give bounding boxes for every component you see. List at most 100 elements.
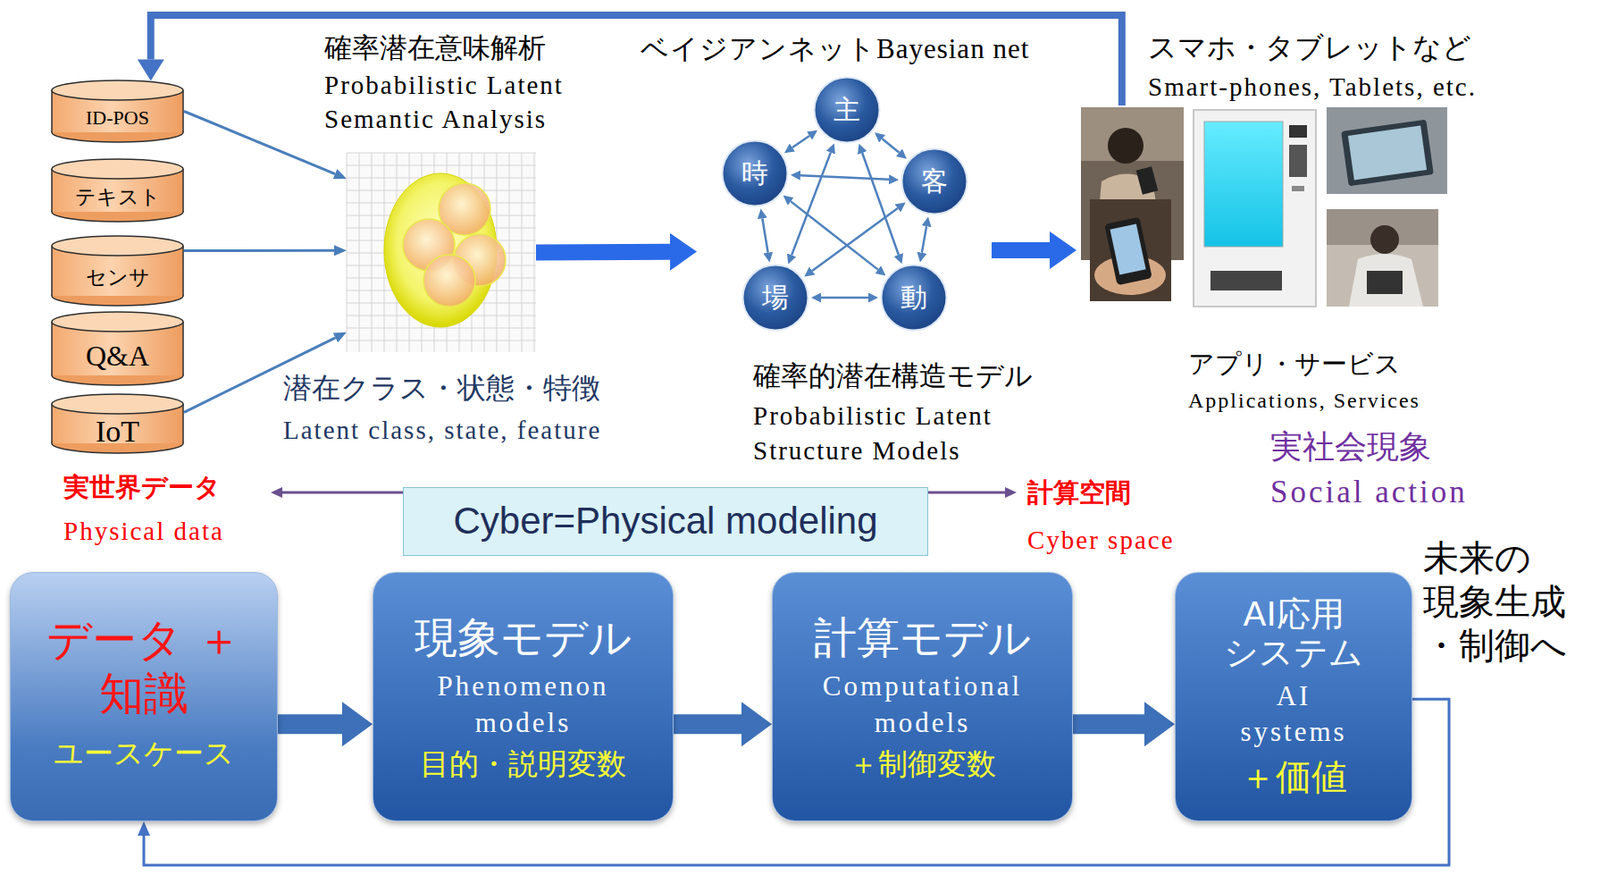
database-cylinder: IoT (50, 393, 185, 457)
label-text: 計算空間 (1027, 477, 1131, 509)
text-slot: 実社会現象 (1270, 427, 1432, 466)
label-slot: Physical data (63, 515, 225, 547)
tablet (1340, 119, 1434, 187)
node-text: ID-POS (85, 106, 150, 130)
connector (150, 15, 1123, 106)
text-slot: 時 (741, 157, 769, 190)
cylinder-side (182, 321, 185, 376)
label-text: Latent class, state, feature (283, 414, 602, 446)
process-box: データ ＋知識ユースケース (9, 571, 278, 821)
node-text: データ ＋知識 (21, 612, 267, 721)
node-text: センサ (85, 265, 151, 291)
phone (1136, 166, 1159, 195)
connector (277, 713, 343, 734)
connector (1072, 713, 1145, 734)
node-text: 目的・説明変数 (419, 745, 627, 782)
text-slot: テキスト (75, 184, 161, 210)
text-slot: ＋価値 (1239, 754, 1348, 798)
vending-tray (1210, 270, 1282, 291)
text-slot: 現象モデル (414, 611, 632, 664)
node-text: 動 (900, 281, 928, 314)
tablet (1366, 270, 1403, 294)
database-cylinder: テキスト (50, 158, 185, 223)
node-text: スマホ・タブレットなど (1147, 30, 1472, 65)
circle-shape (902, 149, 968, 215)
text-slot: IoT (95, 413, 140, 451)
cylinder-side (182, 403, 185, 444)
connector (184, 249, 335, 252)
grid-line (346, 152, 537, 154)
variable-circle: 主 (812, 75, 881, 144)
cylinder-top (51, 159, 184, 179)
text-slot: Social action (1270, 473, 1468, 511)
smartphone-screen (1110, 223, 1147, 275)
text-slot: Applications, Services (1188, 387, 1421, 414)
node-text: 確率潜在意味解析 (324, 31, 546, 65)
variable-circle: 場 (741, 263, 810, 332)
text-slot: 目的・説明変数 (419, 745, 627, 782)
text-slot: 客 (921, 165, 948, 198)
text-slot: Probabilistic Latent Semantic Analysis (324, 68, 673, 136)
node-text: アプリ・サービス (1188, 348, 1401, 380)
variable-circle: 客 (900, 147, 969, 216)
process-box: 計算モデルComputational models＋制御変数 (771, 571, 1073, 821)
cylinder-side (50, 403, 53, 444)
node-text: Applications, Services (1188, 387, 1421, 414)
process-box: AI応用 システムAI systems＋価値 (1174, 571, 1413, 821)
label-text: 未来の 現象生成 ・制御へ (1423, 536, 1583, 667)
node-text: テキスト (75, 184, 161, 210)
text-slot: Smart-phones, Tablets, etc. (1147, 71, 1477, 103)
text-slot: ID-POS (85, 106, 150, 130)
connector (791, 152, 831, 256)
text-slot: 主 (833, 93, 861, 126)
connector (921, 226, 927, 253)
node-text: Social action (1270, 473, 1468, 511)
connector (991, 242, 1050, 259)
node-text: ベイジアンネットBayesian net (640, 32, 1030, 66)
vending-panel (1289, 144, 1307, 177)
vending-panel (1289, 125, 1307, 138)
node-text: 場 (762, 281, 789, 314)
text-slot: ユースケース (53, 735, 235, 771)
text-slot: スマホ・タブレットなど (1147, 30, 1472, 65)
text-slot: AI応用 システム (1186, 594, 1401, 673)
label-text: Cyber space (1027, 524, 1175, 556)
vending-slot (1291, 185, 1305, 192)
node-text: ＋制御変数 (848, 745, 997, 782)
text-slot: 計算モデル (813, 611, 1031, 664)
grid-line (346, 165, 537, 167)
connector (184, 111, 336, 175)
circle-shape (814, 77, 880, 143)
cylinder-top (51, 393, 184, 414)
plsa-shape (346, 152, 537, 352)
variable-circle: 時 (720, 139, 789, 208)
text-slot: ベイジアンネットBayesian net (640, 32, 1030, 66)
label-text: Physical data (63, 515, 225, 547)
connector (790, 201, 879, 269)
label-slot: 潜在クラス・状態・特徴 (283, 370, 601, 405)
text-slot: 動 (900, 281, 928, 314)
node-text: Smart-phones, Tablets, etc. (1147, 71, 1477, 103)
application-photos: スマホ・タブレットなどSmart-phones, Tablets, etc.アプ… (1076, 105, 1452, 310)
text-slot: ＋制御変数 (848, 745, 997, 782)
circle-shape (722, 141, 788, 207)
cylinder-top (51, 80, 184, 101)
circle-shape (743, 265, 809, 331)
grid-ground (346, 152, 537, 352)
node-text: 計算モデル (813, 611, 1031, 664)
database-cylinder: ID-POS (50, 79, 185, 143)
photo (1089, 199, 1172, 302)
cylinder-side (50, 168, 53, 212)
text-slot: Probabilistic Latent Structure Models (753, 398, 1093, 469)
plsa-illustration: 確率潜在意味解析Probabilistic Latent Semantic An… (346, 152, 537, 352)
apps-shape (1076, 105, 1452, 310)
connector (536, 243, 671, 261)
node-text: 現象モデル (414, 611, 632, 664)
process-box: 現象モデルPhenomenon models目的・説明変数 (372, 571, 674, 821)
connector (862, 152, 899, 255)
text-slot: 場 (762, 281, 789, 314)
node-text: Cyber=Physical modeling (452, 498, 878, 544)
photo (1326, 209, 1439, 307)
connector (812, 208, 898, 271)
